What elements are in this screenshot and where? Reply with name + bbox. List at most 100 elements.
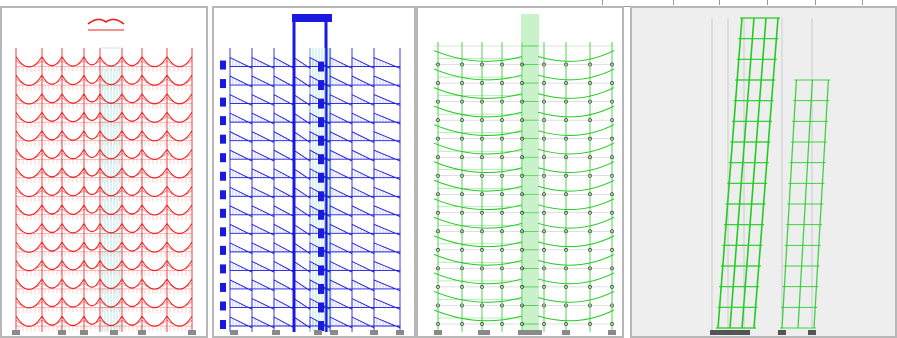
shear-block [229, 168, 253, 181]
node-marker [480, 155, 484, 160]
shear-block [293, 130, 311, 144]
axial-force-panel[interactable] [416, 6, 624, 338]
moment-curve [61, 227, 85, 233]
moment-curve [61, 56, 85, 67]
shear-block [293, 297, 311, 311]
shear-block [251, 223, 275, 236]
moment-curve [121, 282, 143, 288]
node-marker [520, 266, 524, 271]
moment-curve [41, 186, 63, 196]
moment-curve [61, 245, 85, 252]
moment-curve [61, 148, 85, 160]
shear-block [251, 75, 275, 88]
shear-block [329, 56, 353, 70]
bending-moment-panel[interactable] [0, 6, 208, 338]
node-marker [610, 266, 614, 271]
shear-block [373, 186, 401, 199]
moment-curve [83, 245, 101, 251]
moment-curve [121, 148, 143, 159]
node-marker [500, 229, 504, 234]
shear-force-panel[interactable] [212, 6, 416, 338]
moment-curve [166, 282, 193, 289]
node-marker [500, 247, 504, 252]
shear-block [292, 14, 332, 22]
moment-curve [83, 167, 101, 177]
node-marker [460, 303, 464, 308]
moment-curve [99, 148, 123, 160]
shear-block [229, 93, 253, 107]
axial-curve [537, 291, 615, 303]
axial-curve [433, 309, 523, 322]
node-marker [460, 173, 464, 178]
shear-block [229, 297, 253, 310]
shear-block [329, 168, 353, 181]
support-icon [742, 330, 750, 335]
moment-curve [141, 148, 168, 160]
shear-block [318, 154, 324, 165]
moment-curve [121, 167, 143, 178]
shear-block [373, 242, 401, 255]
axial-curve [433, 253, 523, 266]
axial-curve [537, 105, 615, 118]
moment-curve [121, 134, 143, 140]
deformed-shape-panel[interactable] [630, 6, 897, 338]
moment-curve [41, 315, 63, 326]
shear-block [351, 93, 375, 107]
shear-block [251, 279, 275, 292]
moment-curve [41, 171, 63, 177]
moment-curve [41, 264, 63, 270]
shear-block [351, 297, 375, 310]
node-marker [542, 247, 546, 252]
shear-block [351, 242, 375, 255]
moment-curve [141, 115, 168, 123]
support-icon [726, 330, 734, 335]
node-marker [564, 155, 568, 160]
moment-curve [121, 204, 143, 215]
support-icon [808, 330, 816, 335]
shear-block [293, 260, 311, 274]
moment-curve [166, 60, 193, 67]
node-marker [460, 210, 464, 215]
shear-block [351, 316, 375, 329]
moment-curve [15, 278, 43, 290]
moment-curve [99, 56, 123, 67]
moment-curve [83, 190, 101, 195]
shear-block [318, 117, 324, 128]
moment-curve [121, 319, 143, 325]
moment-curve [141, 278, 168, 290]
moment-curve [166, 315, 193, 327]
moment-curve [166, 278, 193, 290]
axial-curve [433, 291, 523, 303]
moment-curve [121, 56, 143, 67]
support-icon [710, 330, 718, 335]
axial-curve [433, 179, 523, 192]
node-marker [500, 192, 504, 197]
moment-curve [99, 115, 123, 122]
moment-curve [41, 278, 63, 289]
moment-curve [99, 60, 123, 66]
shear-block [318, 283, 324, 294]
moment-curve [121, 130, 143, 141]
support-icon [138, 330, 146, 335]
node-marker [542, 99, 546, 104]
shear-block [220, 134, 226, 144]
shear-block [229, 130, 253, 144]
node-marker [500, 173, 504, 178]
shear-block [251, 93, 275, 107]
moment-curve [166, 93, 193, 105]
axial-curve [537, 216, 615, 229]
moment-curve [61, 297, 85, 308]
moment-curve [99, 152, 123, 159]
shear-block [329, 130, 353, 144]
moment-curve [41, 134, 63, 140]
moment-curve [141, 171, 168, 178]
node-marker [520, 173, 524, 178]
moment-curve [15, 74, 43, 87]
moment-curve [83, 223, 101, 233]
axial-curve [433, 105, 523, 118]
moment-curve [61, 167, 85, 178]
node-marker [564, 285, 568, 289]
shear-block [351, 149, 375, 162]
moment-curve [41, 74, 63, 85]
moment-curve [83, 152, 101, 158]
